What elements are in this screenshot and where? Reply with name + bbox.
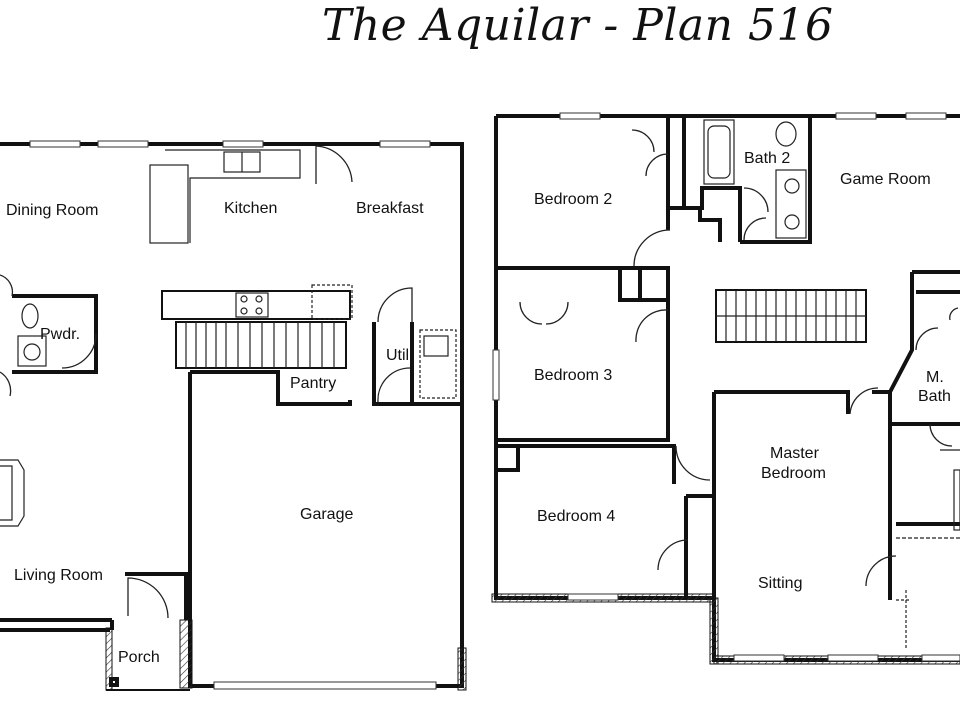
room-label-living-room: Living Room [14,567,103,584]
porch-wall [110,572,188,630]
door [315,145,353,184]
second-floor-stairs [715,289,867,343]
door [377,367,411,403]
washer-dryer [419,329,457,399]
room-label-sitting: Sitting [758,575,802,592]
room-label-bedroom-4: Bedroom 4 [537,508,615,525]
room-label-breakfast: Breakfast [356,200,424,217]
room-label-master-2: Bedroom [761,465,826,482]
room-label-porch: Porch [118,649,160,666]
window [559,112,601,120]
window [921,654,960,662]
window [827,654,879,662]
kitchen-island [161,290,351,320]
refrigerator [311,284,353,320]
window [222,140,264,148]
tub [953,469,960,531]
utility-wall [372,322,410,406]
room-label-game-room: Game Room [840,171,931,188]
room-label-bedroom-3: Bedroom 3 [534,367,612,384]
bath-2-vanity [775,169,807,239]
window [733,654,785,662]
door [915,327,939,351]
second-floor-plan: Bedroom 2 Bath 2 Game Room Bedroom 3 M. … [491,112,960,665]
door [657,539,689,571]
window [29,140,81,148]
closet-door [519,301,569,325]
master-bedroom-wall [712,390,892,600]
door [675,445,711,481]
garage-door [213,681,437,690]
room-label-m-bath-1: M. [926,369,944,386]
door [61,333,97,369]
door [743,187,769,241]
window [379,140,431,148]
closet-door [631,129,669,177]
bathtub [703,119,735,185]
bedroom-4-wall [494,444,676,484]
window [905,112,947,120]
room-label-dining-room: Dining Room [6,202,98,219]
window [97,140,149,148]
range [235,292,269,318]
room-label-garage: Garage [300,506,353,523]
room-label-pantry: Pantry [290,375,336,392]
door [849,387,879,415]
fireplace [0,459,25,527]
master-bath-wall [888,270,960,393]
pantry-wall [190,370,352,406]
powder-sink [17,335,47,367]
room-label-bath-2: Bath 2 [744,150,790,167]
room-label-util: Util [386,347,409,364]
window [567,593,619,601]
toilet [775,121,797,147]
toilet [21,303,39,329]
room-label-bedroom-2: Bedroom 2 [534,191,612,208]
window [492,349,500,401]
front-door [127,577,169,619]
first-floor-plan: Dining Room Kitchen Breakfast Pwdr. Util… [0,140,467,691]
room-label-master-1: Master [770,445,820,462]
kitchen-counter [149,164,189,244]
porch-column [109,677,119,687]
window [835,112,877,120]
room-label-kitchen: Kitchen [224,200,277,217]
room-label-m-bath-2: Bath [918,388,951,405]
plan-title: The Aquilar - Plan 516 [322,0,834,51]
bedroom-3-wall [496,266,670,302]
first-floor-stairs [175,321,347,369]
door [635,309,669,343]
bath-2-wall [668,116,742,242]
door [377,287,413,323]
door [633,229,671,267]
first-floor-exterior-wall [0,142,464,688]
door [865,555,897,587]
kitchen-counter [165,149,301,243]
room-label-powder: Pwdr. [40,326,80,343]
